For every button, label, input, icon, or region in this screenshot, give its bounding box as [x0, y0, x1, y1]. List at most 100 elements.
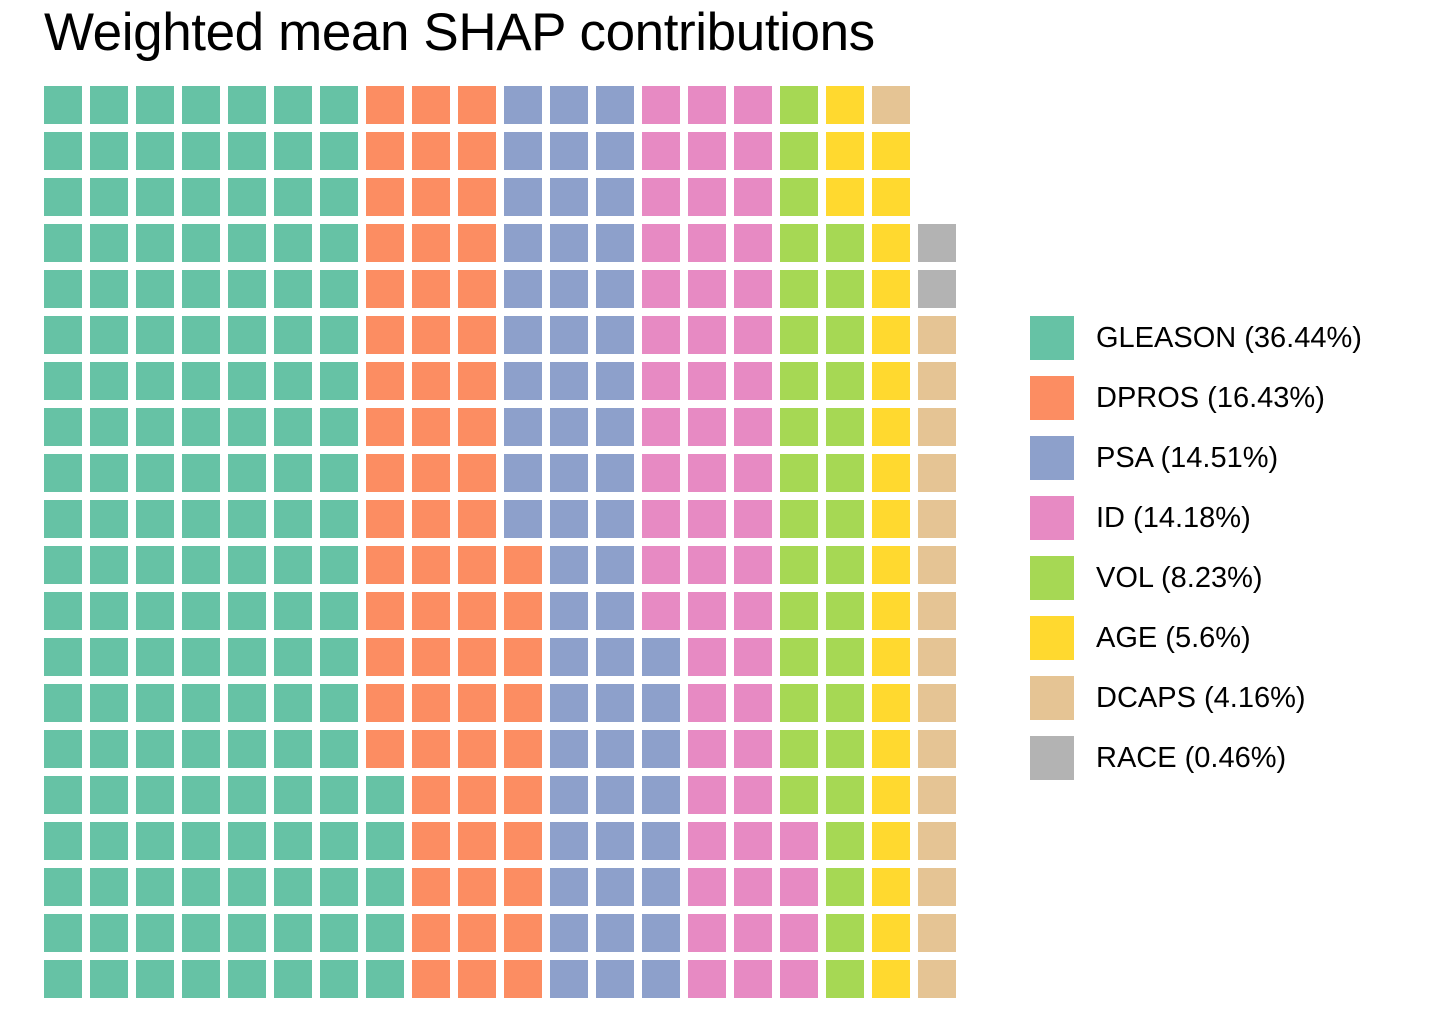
waffle-tile-gleason [228, 868, 266, 906]
waffle-tile-gleason [320, 684, 358, 722]
waffle-tile-psa [550, 86, 588, 124]
legend-item-age[interactable]: AGE (5.6%) [1030, 608, 1430, 668]
waffle-tile-gleason [136, 730, 174, 768]
waffle-tile-vol [826, 822, 864, 860]
waffle-row [44, 178, 984, 224]
waffle-tile-gleason [44, 454, 82, 492]
waffle-tile-dpros [412, 86, 450, 124]
legend-swatch-id [1030, 496, 1074, 540]
waffle-tile-psa [550, 638, 588, 676]
waffle-tile-dcaps [872, 86, 910, 124]
waffle-tile-id [688, 408, 726, 446]
waffle-tile-dcaps [918, 316, 956, 354]
waffle-tile-dpros [458, 224, 496, 262]
waffle-tile-gleason [182, 546, 220, 584]
waffle-tile-dpros [412, 500, 450, 538]
waffle-tile-gleason [90, 546, 128, 584]
waffle-tile-psa [550, 960, 588, 998]
waffle-tile-gleason [274, 178, 312, 216]
waffle-tile-gleason [90, 684, 128, 722]
waffle-tile-dpros [458, 178, 496, 216]
waffle-tile-dpros [366, 132, 404, 170]
waffle-tile-gleason [90, 178, 128, 216]
waffle-tile-dcaps [918, 362, 956, 400]
waffle-tile-gleason [320, 914, 358, 952]
waffle-tile-gleason [90, 132, 128, 170]
waffle-tile-id [688, 868, 726, 906]
waffle-tile-gleason [182, 822, 220, 860]
waffle-tile-vol [826, 914, 864, 952]
waffle-tile-vol [826, 500, 864, 538]
waffle-tile-dpros [412, 776, 450, 814]
waffle-tile-dpros [458, 408, 496, 446]
waffle-tile-dpros [412, 868, 450, 906]
waffle-tile-dpros [366, 638, 404, 676]
waffle-tile-gleason [274, 592, 312, 630]
waffle-tile-id [734, 776, 772, 814]
waffle-tile-psa [596, 638, 634, 676]
waffle-tile-id [688, 822, 726, 860]
waffle-tile-dpros [458, 270, 496, 308]
waffle-tile-psa [642, 638, 680, 676]
waffle-tile-gleason [274, 822, 312, 860]
waffle-tile-gleason [182, 868, 220, 906]
waffle-tile-dpros [366, 592, 404, 630]
waffle-tile-gleason [320, 454, 358, 492]
waffle-tile-dpros [412, 638, 450, 676]
waffle-row [44, 270, 984, 316]
waffle-tile-id [734, 730, 772, 768]
waffle-tile-gleason [274, 224, 312, 262]
legend-item-race[interactable]: RACE (0.46%) [1030, 728, 1430, 788]
waffle-tile-vol [780, 362, 818, 400]
waffle-tile-gleason [320, 592, 358, 630]
waffle-tile-dpros [366, 224, 404, 262]
waffle-tile-id [734, 546, 772, 584]
waffle-tile-id [688, 270, 726, 308]
waffle-tile-vol [826, 408, 864, 446]
waffle-tile-psa [504, 270, 542, 308]
waffle-tile-age [872, 776, 910, 814]
waffle-tile-gleason [182, 316, 220, 354]
waffle-tile-psa [596, 454, 634, 492]
waffle-row [44, 914, 984, 960]
waffle-tile-vol [780, 500, 818, 538]
waffle-tile-psa [504, 178, 542, 216]
waffle-tile-psa [596, 868, 634, 906]
waffle-tile-vol [826, 362, 864, 400]
legend-swatch-vol [1030, 556, 1074, 600]
legend-item-dpros[interactable]: DPROS (16.43%) [1030, 368, 1430, 428]
waffle-tile-gleason [44, 316, 82, 354]
waffle-tile-id [688, 224, 726, 262]
waffle-tile-psa [550, 316, 588, 354]
waffle-row [44, 730, 984, 776]
waffle-tile-vol [780, 270, 818, 308]
waffle-tile-gleason [90, 776, 128, 814]
waffle-tile-gleason [274, 500, 312, 538]
waffle-tile-gleason [274, 316, 312, 354]
waffle-tile-dcaps [918, 684, 956, 722]
waffle-tile-vol [826, 592, 864, 630]
waffle-tile-gleason [90, 454, 128, 492]
waffle-tile-id [642, 408, 680, 446]
waffle-tile-id [734, 914, 772, 952]
legend-item-psa[interactable]: PSA (14.51%) [1030, 428, 1430, 488]
waffle-tile-gleason [228, 822, 266, 860]
waffle-tile-id [688, 454, 726, 492]
legend-item-id[interactable]: ID (14.18%) [1030, 488, 1430, 548]
waffle-tile-gleason [274, 868, 312, 906]
waffle-tile-dpros [458, 868, 496, 906]
waffle-tile-psa [596, 500, 634, 538]
waffle-tile-dpros [458, 454, 496, 492]
legend-item-dcaps[interactable]: DCAPS (4.16%) [1030, 668, 1430, 728]
waffle-tile-psa [642, 730, 680, 768]
legend-item-vol[interactable]: VOL (8.23%) [1030, 548, 1430, 608]
waffle-tile-dpros [504, 638, 542, 676]
waffle-tile-gleason [90, 408, 128, 446]
waffle-tile-gleason [320, 224, 358, 262]
waffle-tile-gleason [44, 408, 82, 446]
waffle-tile-gleason [136, 132, 174, 170]
waffle-tile-id [734, 960, 772, 998]
legend-item-gleason[interactable]: GLEASON (36.44%) [1030, 308, 1430, 368]
waffle-tile-psa [550, 178, 588, 216]
waffle-tile-age [872, 132, 910, 170]
